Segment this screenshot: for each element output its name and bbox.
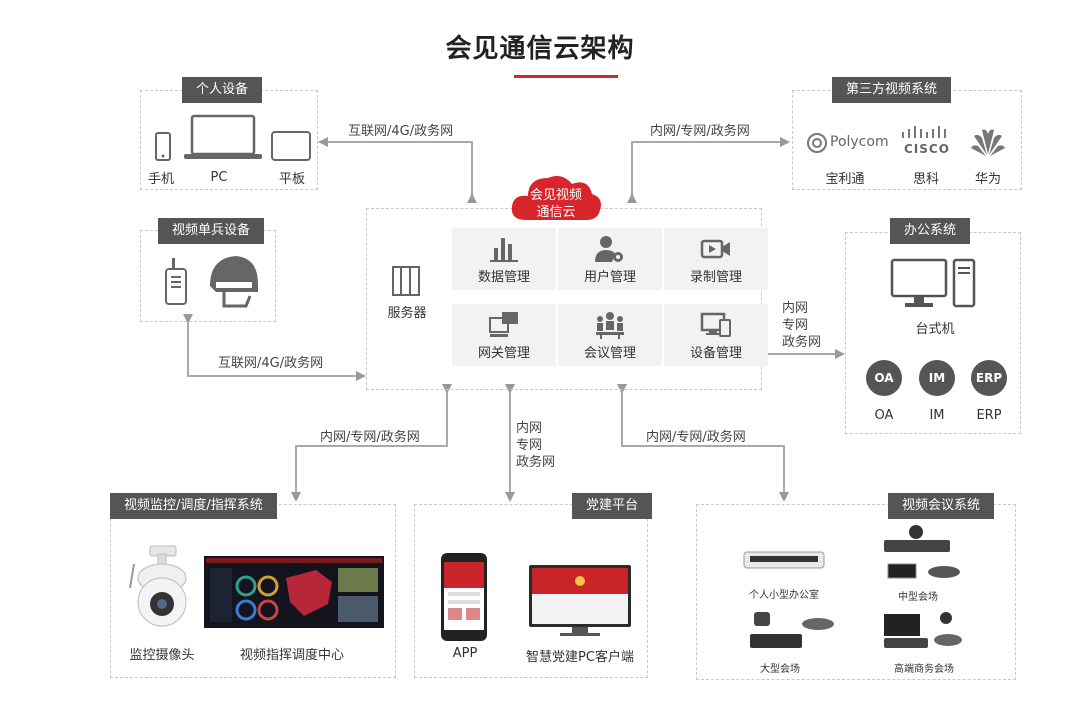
office-systems-tag: 办公系统 (890, 218, 971, 244)
cisco-logo-text: CISCO (904, 142, 950, 156)
small-office-terminal-icon (743, 551, 825, 569)
page-title: 会见通信云架构 (445, 34, 635, 64)
network-label-party: 内网 专网 政务网 (516, 420, 555, 471)
module-user-management: 用户管理 (558, 228, 662, 290)
im-badge: IM (919, 360, 955, 396)
title-underline (514, 75, 618, 78)
network-label-personal: 互联网/4G/政务网 (348, 124, 454, 139)
medium-room-equipment-icon (884, 525, 960, 579)
video-conference-group (696, 504, 1016, 680)
medium-room-label: 中型会场 (898, 592, 938, 603)
soldier-devices-tag: 视频单兵设备 (158, 218, 265, 244)
laptop-icon (184, 114, 262, 159)
devices-icon (700, 312, 731, 337)
phone-label: 手机 (147, 172, 175, 187)
network-label-third-party: 内网/专网/政务网 (650, 124, 750, 139)
third-party-tag: 第三方视频系统 (832, 77, 952, 103)
large-room-label: 大型会场 (760, 664, 800, 675)
erp-badge: ERP (971, 360, 1007, 396)
network-label-office-2: 专网 (782, 318, 809, 333)
module-label: 用户管理 (583, 270, 636, 285)
server-label: 服务器 (387, 306, 427, 321)
network-label-office: 内网 专网 政务网 (782, 300, 821, 351)
personal-devices-tag: 个人设备 (182, 77, 263, 103)
cloud-label-line2: 通信云 (536, 205, 576, 220)
large-room-equipment-icon (750, 612, 834, 648)
module-meeting-management: 会议管理 (558, 304, 662, 366)
cisco-bars-icon (902, 126, 946, 138)
server-rack-icon (392, 266, 420, 296)
huawei-label: 华为 (974, 172, 1002, 187)
network-label-party-2: 专网 (516, 438, 543, 453)
network-label-party-3: 政务网 (516, 455, 556, 470)
phone-icon (155, 132, 171, 161)
module-device-management: 设备管理 (664, 304, 768, 366)
command-center-screen-icon (204, 556, 384, 628)
tablet-label: 平板 (278, 172, 306, 187)
erp-label: ERP (976, 408, 1002, 423)
tablet-icon (271, 131, 311, 161)
cloud-badge-icon (511, 176, 601, 220)
party-platform-group (414, 504, 648, 678)
pc-client-label: 智慧党建PC客户端 (526, 650, 634, 665)
module-recording-management: 录制管理 (664, 228, 768, 290)
command-center-label: 视频指挥调度中心 (239, 648, 345, 663)
im-label: IM (929, 408, 945, 423)
network-label-office-3: 政务网 (782, 335, 822, 350)
mobile-app-icon (441, 553, 487, 641)
user-gear-icon (595, 236, 623, 262)
desktop-computer-icon (890, 258, 976, 308)
module-label: 设备管理 (689, 346, 742, 361)
meeting-icon (596, 312, 624, 339)
module-label: 会议管理 (583, 346, 636, 361)
module-gateway-management: 网关管理 (452, 304, 556, 366)
pc-client-icon (529, 565, 631, 636)
monitoring-tag: 视频监控/调度/指挥系统 (110, 493, 277, 519)
module-label: 网关管理 (477, 346, 530, 361)
module-label: 数据管理 (477, 270, 530, 285)
network-label-conference: 内网/专网/政务网 (646, 430, 746, 445)
polycom-logo-icon (807, 133, 827, 153)
dome-camera-icon (129, 545, 187, 627)
camera-label: 监控摄像头 (129, 648, 195, 663)
network-label-party-1: 内网 (516, 421, 543, 436)
cloud-label-line1: 会见视频 (529, 188, 583, 203)
video-conference-tag: 视频会议系统 (888, 493, 995, 519)
huawei-logo-icon (971, 129, 1005, 156)
oa-badge: OA (866, 360, 902, 396)
network-label-office-1: 内网 (782, 301, 809, 316)
polycom-label: 宝利通 (825, 172, 865, 187)
party-platform-tag: 党建平台 (572, 493, 653, 519)
polycom-logo-text: Polycom (830, 134, 889, 150)
desktop-label: 台式机 (915, 322, 955, 337)
module-data-management: 数据管理 (452, 228, 556, 290)
bar-chart-icon (490, 238, 518, 262)
network-label-soldier: 互联网/4G/政务网 (218, 356, 324, 371)
walkie-talkie-icon (165, 258, 187, 305)
cisco-label: 思科 (912, 172, 940, 187)
oa-label: OA (874, 408, 894, 423)
app-label: APP (452, 646, 478, 661)
module-label: 录制管理 (689, 270, 742, 285)
pc-label: PC (210, 170, 228, 185)
network-label-monitor: 内网/专网/政务网 (320, 430, 420, 445)
helmet-icon (210, 256, 258, 308)
gateway-icon (489, 312, 518, 337)
small-office-label: 个人小型办公室 (749, 590, 819, 601)
premium-room-equipment-icon (884, 612, 962, 648)
premium-room-label: 高端商务会场 (894, 664, 954, 675)
video-camera-icon (700, 239, 730, 259)
